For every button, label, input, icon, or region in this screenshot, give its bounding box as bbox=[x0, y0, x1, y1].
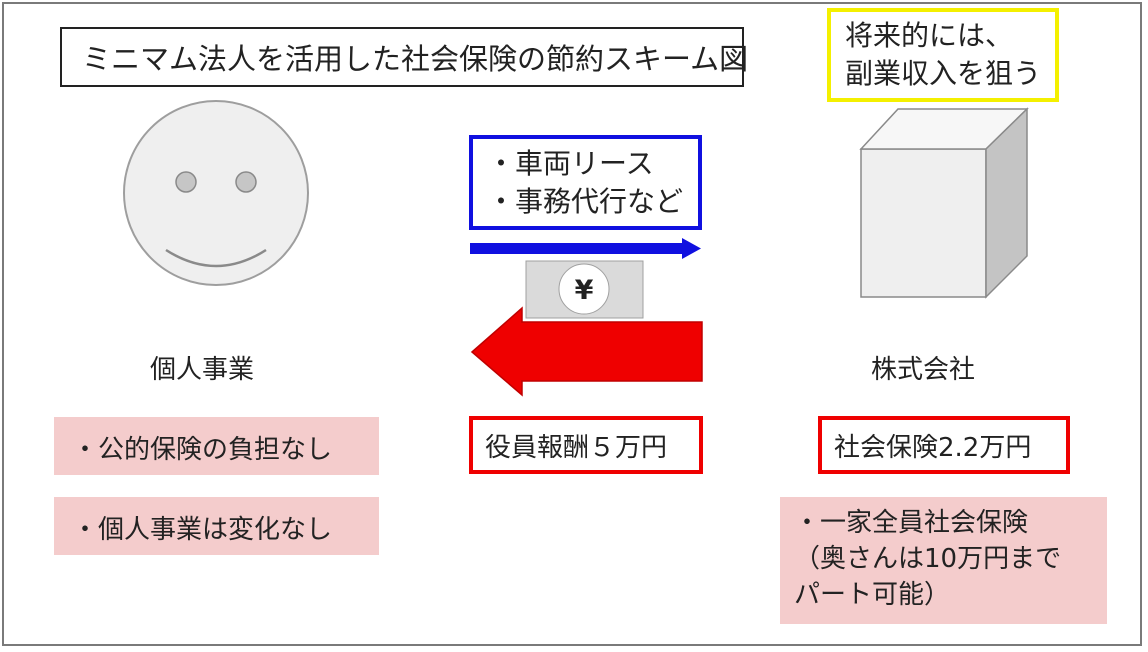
blue-arrow-right-icon bbox=[470, 238, 701, 259]
cube-icon bbox=[859, 107, 1029, 299]
smiley-face-icon bbox=[123, 100, 309, 286]
future-note-line-1: 将来的には、 bbox=[845, 19, 1014, 52]
services-box: ・車両リース ・事務代行など bbox=[469, 135, 702, 230]
future-note-box: 将来的には、 副業収入を狙う bbox=[827, 8, 1059, 102]
corporation-note-box: ・一家全員社会保険 （奥さんは10万円まで パート可能） bbox=[780, 497, 1107, 624]
future-note-line-2: 副業収入を狙う bbox=[845, 57, 1042, 90]
banknote-icon: ¥ bbox=[525, 260, 644, 319]
executive-pay-box: 役員報酬５万円 bbox=[469, 416, 703, 474]
diagram-title: ミニマム法人を活用した社会保険の節約スキーム図 bbox=[60, 27, 748, 87]
personal-business-label: 個人事業 bbox=[150, 355, 255, 385]
red-arrow-left-icon bbox=[470, 306, 703, 397]
service-item-vehicle-lease: ・車両リース bbox=[487, 146, 654, 180]
corporation-label: 株式会社 bbox=[871, 355, 976, 385]
yen-symbol: ¥ bbox=[575, 275, 594, 306]
corporation-note-line-2: （奥さんは10万円まで bbox=[794, 544, 1062, 574]
service-item-admin-agency: ・事務代行など bbox=[487, 184, 684, 218]
personal-note-no-change: ・個人事業は変化なし bbox=[54, 497, 379, 555]
personal-note-no-public-insurance: ・公的保険の負担なし bbox=[54, 417, 379, 475]
corporation-note-line-3: パート可能） bbox=[794, 580, 951, 610]
social-insurance-cost-box: 社会保険2.2万円 bbox=[818, 416, 1070, 474]
corporation-note-line-1: ・一家全員社会保険 bbox=[794, 508, 1029, 538]
